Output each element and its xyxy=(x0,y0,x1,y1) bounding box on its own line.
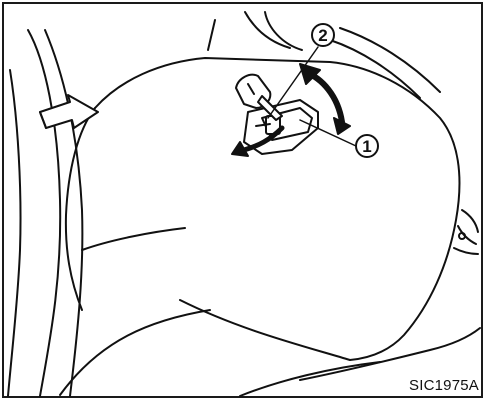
callout-1: 1 xyxy=(355,134,379,158)
figure-frame xyxy=(2,2,483,398)
figure-code: SIC1975A xyxy=(409,377,479,394)
side-arrow-icon xyxy=(39,94,99,129)
trunk-lid-outline xyxy=(64,11,481,397)
key-icon xyxy=(235,73,283,121)
left-pillar xyxy=(7,29,211,397)
release-arrow-icon xyxy=(231,125,285,157)
side-handle xyxy=(453,209,479,255)
callout-leaders xyxy=(267,46,357,147)
callout-2: 2 xyxy=(311,23,335,47)
callout-2-label: 2 xyxy=(318,26,327,45)
callout-1-label: 1 xyxy=(362,137,371,156)
rotate-arrow-icon xyxy=(299,63,351,135)
